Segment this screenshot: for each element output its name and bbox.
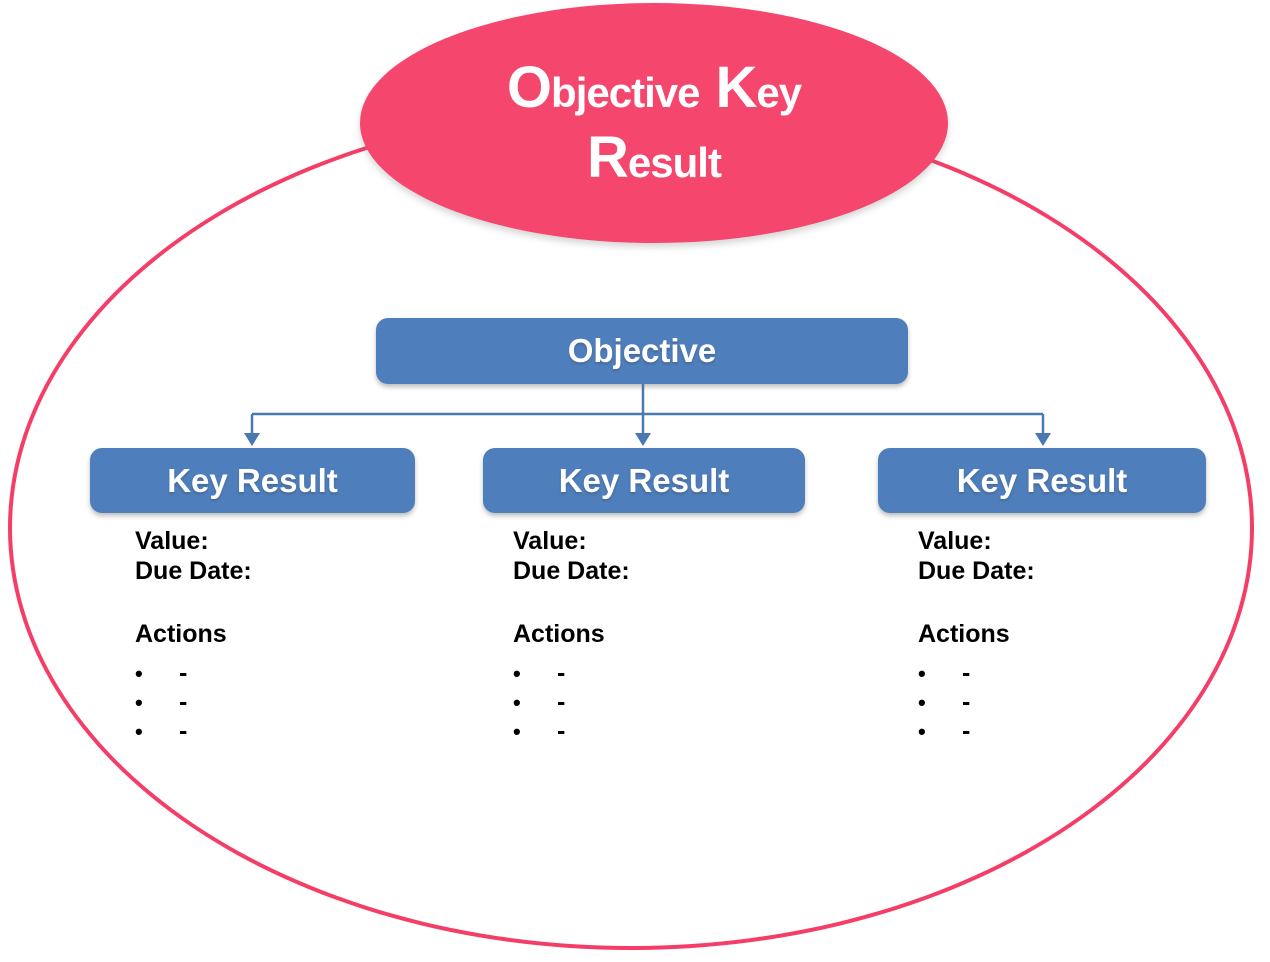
action-item-placeholder: -: [557, 688, 566, 716]
arrowhead-down-icon: [244, 433, 260, 446]
list-item: • -: [513, 659, 803, 688]
key-result-node-1: Key Result: [90, 448, 415, 513]
bullet-icon: •: [513, 661, 521, 686]
action-item-placeholder: -: [179, 717, 188, 745]
action-item-placeholder: -: [179, 659, 188, 687]
list-item: • -: [918, 659, 1208, 688]
arrowhead-down-icon: [635, 433, 651, 446]
actions-list: • - • - • -: [135, 659, 425, 746]
key-result-details-2: Value: Due Date: Actions • - • - • -: [513, 524, 803, 746]
title-text: bjective: [551, 69, 700, 116]
value-label: Value:: [918, 527, 992, 555]
bullet-icon: •: [135, 719, 143, 744]
key-result-node-label: Key Result: [558, 461, 730, 499]
bullet-icon: •: [135, 690, 143, 715]
key-result-details-3: Value: Due Date: Actions • - • - • -: [918, 524, 1208, 746]
action-item-placeholder: -: [557, 659, 566, 687]
list-item: • -: [918, 717, 1208, 746]
objective-node-label: Objective: [567, 332, 717, 369]
action-item-placeholder: -: [962, 717, 971, 745]
actions-label: Actions: [135, 620, 227, 648]
key-result-details-1: Value: Due Date: Actions • - • - • -: [135, 524, 425, 746]
list-item: • -: [918, 688, 1208, 717]
bullet-icon: •: [513, 690, 521, 715]
action-item-placeholder: -: [962, 688, 971, 716]
title-initial: O: [506, 55, 552, 120]
bullet-icon: •: [918, 661, 926, 686]
actions-list: • - • - • -: [513, 659, 803, 746]
actions-label: Actions: [918, 620, 1010, 648]
value-label: Value:: [135, 527, 209, 555]
action-item-placeholder: -: [179, 688, 188, 716]
key-result-node-label: Key Result: [956, 461, 1128, 499]
key-result-node-3: Key Result: [878, 448, 1206, 513]
due-date-label: Due Date:: [918, 557, 1035, 585]
due-date-label: Due Date:: [513, 557, 630, 585]
bullet-icon: •: [918, 719, 926, 744]
arrowhead-down-icon: [1035, 433, 1051, 446]
key-result-node-label: Key Result: [167, 461, 338, 499]
value-label: Value:: [513, 527, 587, 555]
bullet-icon: •: [135, 661, 143, 686]
list-item: • -: [513, 688, 803, 717]
list-item: • -: [513, 717, 803, 746]
actions-list: • - • - • -: [918, 659, 1208, 746]
key-result-node-2: Key Result: [483, 448, 805, 513]
list-item: • -: [135, 659, 425, 688]
title-line-2: Result: [587, 129, 722, 187]
objective-node: Objective: [376, 318, 908, 384]
title-initial: R: [587, 125, 629, 190]
due-date-label: Due Date:: [135, 557, 252, 585]
list-item: • -: [135, 688, 425, 717]
list-item: • -: [135, 717, 425, 746]
title-text: ey: [756, 69, 802, 116]
bullet-icon: •: [918, 690, 926, 715]
title-initial: K: [715, 55, 757, 120]
actions-label: Actions: [513, 620, 605, 648]
action-item-placeholder: -: [962, 659, 971, 687]
bullet-icon: •: [513, 719, 521, 744]
title-text: esult: [627, 139, 722, 186]
action-item-placeholder: -: [557, 717, 566, 745]
